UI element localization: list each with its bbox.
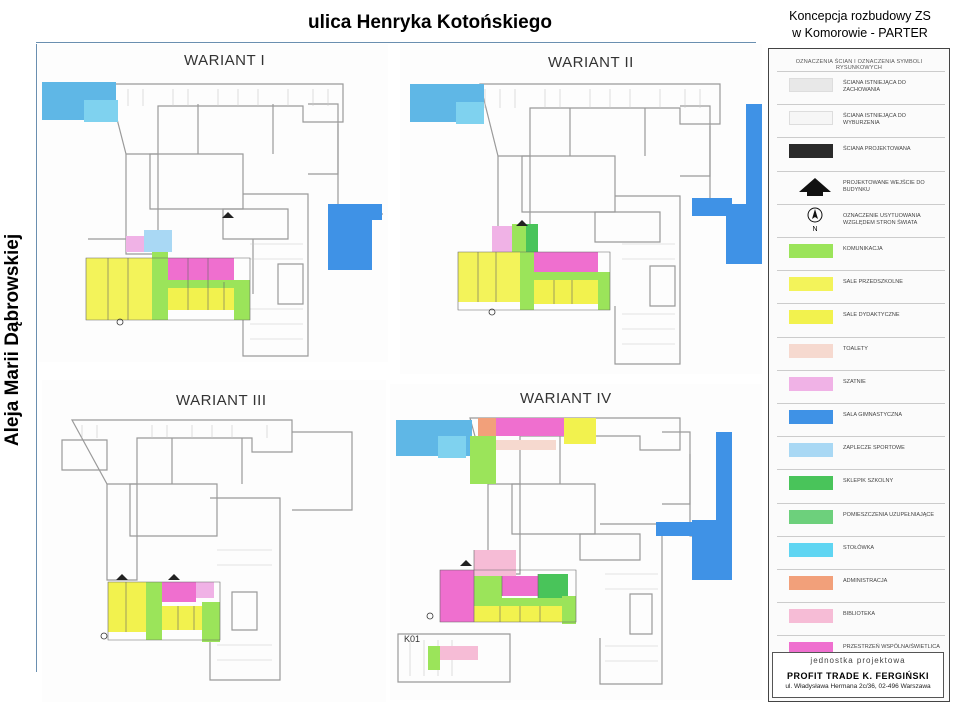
v4-common-space-top bbox=[496, 418, 564, 436]
legend-swatch bbox=[789, 310, 833, 325]
legend-swatch bbox=[789, 376, 833, 391]
variant-3-label: WARIANT III bbox=[176, 392, 267, 409]
stamp-unit: jednostka projektowa bbox=[810, 656, 906, 665]
legend-item-label: TOALETY bbox=[843, 345, 868, 352]
variant-4-k01-label: K01 bbox=[404, 634, 421, 644]
legend-item-label: PRZESTRZEŃ WSPÓLNA/ŚWIETLICA bbox=[843, 644, 940, 651]
variant-3-plan: WARIANT III bbox=[42, 380, 386, 702]
legend-item-label: projektowane wejście do budynku bbox=[843, 179, 925, 193]
stamp-company: PROFIT TRADE K. FERGIŃSKI bbox=[786, 671, 929, 681]
legend-item-label: SZATNIE bbox=[843, 378, 866, 385]
legend-swatch bbox=[789, 542, 833, 557]
v4-library bbox=[474, 550, 516, 576]
variant-3-drawing bbox=[61, 419, 353, 681]
legend-item: ADMINISTRACJA bbox=[777, 569, 945, 597]
v4-classrooms bbox=[474, 606, 574, 622]
legend-item-label: SALE DYDAKTYCZNE bbox=[843, 312, 900, 319]
v3-common-space bbox=[162, 582, 196, 602]
legend-item: KOMUNIKACJA bbox=[777, 237, 945, 265]
title-block-stamp: jednostka projektowa PROFIT TRADE K. FER… bbox=[772, 652, 944, 698]
legend-swatch bbox=[789, 343, 833, 358]
legend-item: TOALETY bbox=[777, 336, 945, 365]
legend-item-label: ściana istniejąca do wyburzenia bbox=[843, 113, 906, 127]
legend-item: ściana istniejąca do wyburzenia bbox=[777, 104, 945, 132]
legend-swatch bbox=[789, 78, 833, 92]
site-boundary-left bbox=[36, 44, 37, 672]
v2-common-space bbox=[534, 252, 598, 272]
street-name-top: ulica Henryka Kotońskiego bbox=[308, 12, 552, 33]
legend-heading: OZNACZENIA ŚCIAN I OZNACZENIA SYMBOLI RY… bbox=[795, 59, 923, 71]
legend-swatch bbox=[789, 410, 833, 424]
legend-item: SALE DYDAKTYCZNE bbox=[777, 303, 945, 331]
arrow-up-icon bbox=[799, 177, 831, 196]
legend-item-label: SALA GIMNASTYCZNA bbox=[843, 412, 902, 418]
legend-panel: OZNACZENIA ŚCIAN I OZNACZENIA SYMBOLI RY… bbox=[768, 48, 950, 702]
north-letter: N bbox=[812, 226, 817, 233]
legend-item-label: ściana projektowana bbox=[843, 146, 911, 153]
street-name-left: Aleja Marii Dąbrowskiej bbox=[2, 233, 23, 447]
legend-item: SALA GIMNASTYCZNA bbox=[777, 403, 945, 431]
legend-swatch bbox=[789, 476, 833, 491]
legend-item-label: ZAPLECZE SPORTOWE bbox=[843, 445, 905, 452]
legend-item-label: oznaczenie usytuowania względem stron św… bbox=[843, 212, 921, 226]
legend-swatch bbox=[789, 111, 833, 126]
legend-item: POMIESZCZENIA UZUPEŁNIAJĄCE bbox=[777, 502, 945, 531]
v4-common-space bbox=[440, 570, 474, 622]
legend-swatch bbox=[789, 244, 833, 258]
legend-item: ściana istniejąca do zachowania bbox=[777, 71, 945, 99]
legend-item: SKLEPIK SZKOLNY bbox=[777, 469, 945, 497]
legend-swatch bbox=[789, 277, 833, 292]
legend-item: ściana projektowana bbox=[777, 137, 945, 165]
variant-2-label: WARIANT II bbox=[548, 54, 634, 71]
variant-1-plan: WARIANT I bbox=[38, 44, 388, 362]
legend-swatch bbox=[789, 609, 833, 624]
legend-swatch bbox=[789, 144, 833, 159]
variant-1-drawing bbox=[42, 82, 383, 357]
legend-item-label: STOŁÓWKA bbox=[843, 544, 875, 551]
project-title-line1: Koncepcja rozbudowy ZS bbox=[789, 9, 931, 23]
legend-swatch bbox=[789, 443, 833, 458]
variant-2-plan: WARIANT II bbox=[400, 44, 762, 374]
legend-item-label: KOMUNIKACJA bbox=[843, 246, 883, 252]
legend-swatch bbox=[789, 576, 833, 590]
variant-1-label: WARIANT I bbox=[184, 52, 266, 69]
legend-item-label: POMIESZCZENIA UZUPEŁNIAJĄCE bbox=[843, 511, 935, 518]
legend-item: projektowane wejście do budynku bbox=[777, 170, 945, 199]
variant-4-plan: WARIANT IV bbox=[390, 384, 762, 700]
legend-item: ZAPLECZE SPORTOWE bbox=[777, 436, 945, 464]
legend-item: BIBLIOTEKA bbox=[777, 602, 945, 630]
legend-item: SZATNIE bbox=[777, 369, 945, 398]
project-title-line2: w Komorowie - PARTER bbox=[792, 26, 928, 40]
legend-item-label: ADMINISTRACJA bbox=[843, 578, 888, 584]
v3-classrooms bbox=[108, 582, 146, 632]
legend-item-label: SKLEPIK SZKOLNY bbox=[843, 478, 894, 485]
legend-item-label: SALE PRZEDSZKOLNE bbox=[843, 279, 903, 286]
legend-swatch bbox=[789, 509, 833, 524]
variant-4-drawing bbox=[396, 417, 732, 685]
v1-common-space bbox=[168, 258, 234, 282]
legend-item: STOŁÓWKA bbox=[777, 535, 945, 564]
variant-2-drawing bbox=[410, 83, 762, 365]
legend-item: SALE PRZEDSZKOLNE bbox=[777, 270, 945, 298]
v2-preschool bbox=[458, 252, 520, 302]
legend-item: Noznaczenie usytuowania względem stron ś… bbox=[777, 203, 945, 233]
project-title: Koncepcja rozbudowy ZS w Komorowie - PAR… bbox=[770, 8, 950, 42]
stamp-address: ul. Władysława Hermana 2c/36, 02-496 War… bbox=[785, 683, 931, 690]
site-boundary-top bbox=[36, 42, 756, 43]
variant-4-label: WARIANT IV bbox=[520, 390, 612, 407]
legend-item-label: ściana istniejąca do zachowania bbox=[843, 80, 906, 93]
north-icon: N bbox=[807, 207, 823, 233]
v1-preschool bbox=[86, 258, 152, 320]
legend-item-label: BIBLIOTEKA bbox=[843, 611, 876, 618]
